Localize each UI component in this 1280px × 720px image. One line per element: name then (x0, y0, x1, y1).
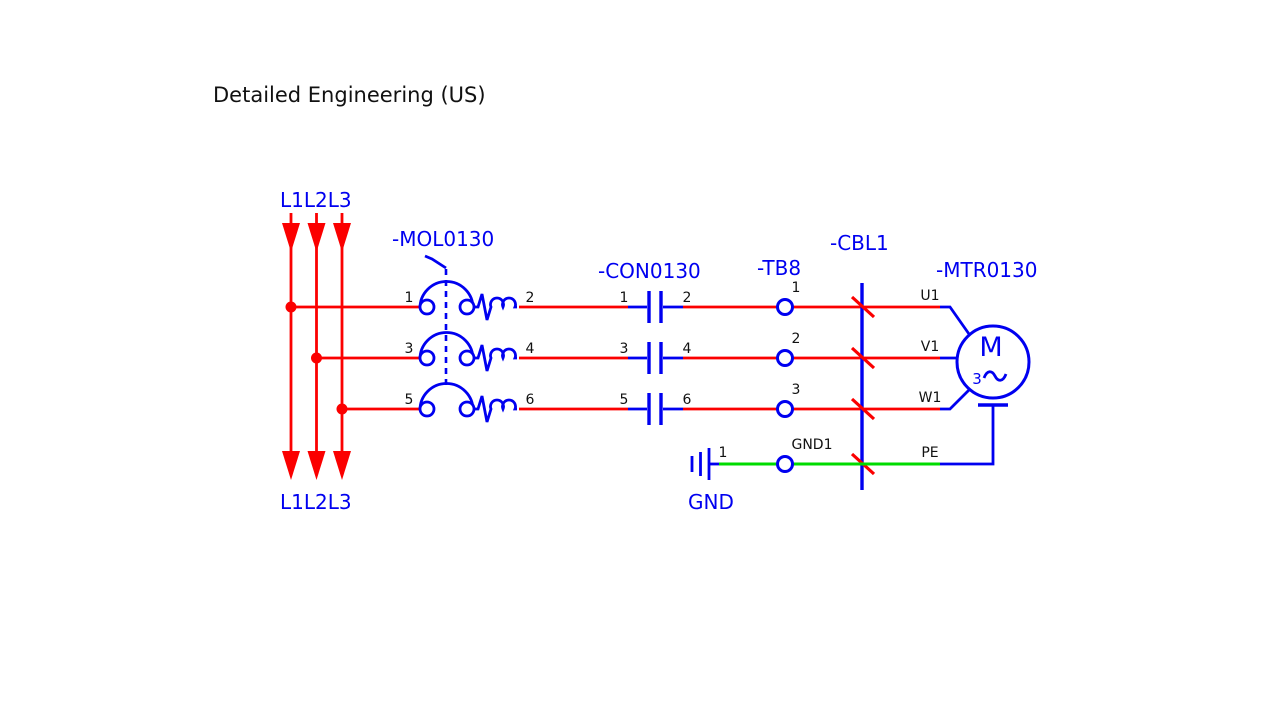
ground-circuit: GND 1 GND1 (688, 437, 940, 514)
overload-pin: 3 (405, 341, 414, 357)
motor-tag: -MTR0130 (936, 258, 1037, 282)
supply-top-label: L1L2L3 (280, 188, 352, 212)
ac-tilde-icon (982, 370, 1008, 382)
overload-pole-1 (418, 280, 517, 321)
contactor-pin: 5 (620, 392, 629, 408)
cable-tag: -CBL1 (830, 231, 889, 255)
contactor-pole-2 (628, 342, 683, 374)
motor-circle (955, 324, 1031, 400)
thermal-element (474, 293, 517, 321)
cable-conductor-slash (850, 346, 876, 370)
terminal-number: 1 (792, 280, 801, 296)
earth-ground-icon (690, 448, 719, 480)
overload-pole-3 (418, 382, 517, 423)
contactor-pin: 6 (683, 392, 692, 408)
overload-mol0130: -MOL0130 1 2 3 4 5 6 (392, 227, 535, 423)
motor-pe-terminal (940, 403, 1008, 466)
ground-terminal-label: GND1 (791, 437, 832, 453)
ground-label: GND (688, 490, 734, 514)
phase-line-l1 (282, 213, 300, 480)
overload-pin: 5 (405, 392, 414, 408)
arrow-down-icon (333, 223, 351, 252)
phase-line-l3 (333, 213, 351, 480)
phase-wires (291, 305, 940, 411)
contactor-pin: 3 (620, 341, 629, 357)
contactor-pin: 2 (683, 290, 692, 306)
motor-phase-count: 3 (972, 370, 982, 388)
ground-terminal (776, 455, 794, 473)
motor-terminal-label: PE (921, 445, 938, 461)
thermal-element (474, 344, 517, 372)
motor-lead-w1 (940, 389, 970, 411)
arrow-down-icon (333, 451, 351, 480)
arrow-down-icon (307, 451, 326, 480)
cable-conductor-slash (850, 295, 876, 319)
motor-lead-u1 (940, 305, 971, 335)
motor-mtr0130: -MTR0130 U1 V1 W1 PE M 3 (919, 258, 1037, 466)
arrow-down-icon (282, 451, 300, 480)
ground-pin: 1 (719, 445, 728, 461)
cable-conductor-slash (850, 397, 876, 421)
contactor-pin: 1 (620, 290, 629, 306)
arrow-down-icon (307, 223, 326, 252)
arrow-down-icon (282, 223, 300, 252)
contactor-pole-1 (628, 291, 683, 323)
motor-terminal-label: V1 (921, 339, 939, 355)
phase-line-l2 (307, 213, 326, 480)
overload-pin: 1 (405, 290, 414, 306)
contactor-pole-3 (628, 393, 683, 425)
contactor-tag: -CON0130 (598, 259, 701, 283)
contactor-pin: 4 (683, 341, 692, 357)
terminal-number: 2 (792, 331, 801, 347)
motor-terminal-label: U1 (920, 288, 939, 304)
terminal (776, 349, 794, 367)
overload-pin: 4 (526, 341, 535, 357)
terminal (776, 400, 794, 418)
terminal (776, 298, 794, 316)
overload-pin: 6 (526, 392, 535, 408)
page-title: Detailed Engineering (US) (213, 83, 486, 107)
overload-pin: 2 (526, 290, 535, 306)
thermal-element (474, 395, 517, 423)
overload-tag: -MOL0130 (392, 227, 494, 251)
motor-terminal-label: W1 (919, 390, 942, 406)
supply-bus: L1L2L3 L1L2L3 (280, 188, 352, 514)
overload-pole-2 (418, 331, 517, 372)
cable-cbl1: -CBL1 (830, 231, 889, 490)
motor-letter: M (979, 332, 1002, 363)
contactor-con0130: -CON0130 1 2 3 4 5 6 (598, 259, 701, 425)
terminal-block-tb8: -TB8 1 2 3 (757, 256, 801, 418)
terminal-number: 3 (792, 382, 801, 398)
supply-bottom-label: L1L2L3 (280, 490, 352, 514)
terminal-block-tag: -TB8 (757, 256, 801, 280)
overload-handle (424, 254, 447, 270)
